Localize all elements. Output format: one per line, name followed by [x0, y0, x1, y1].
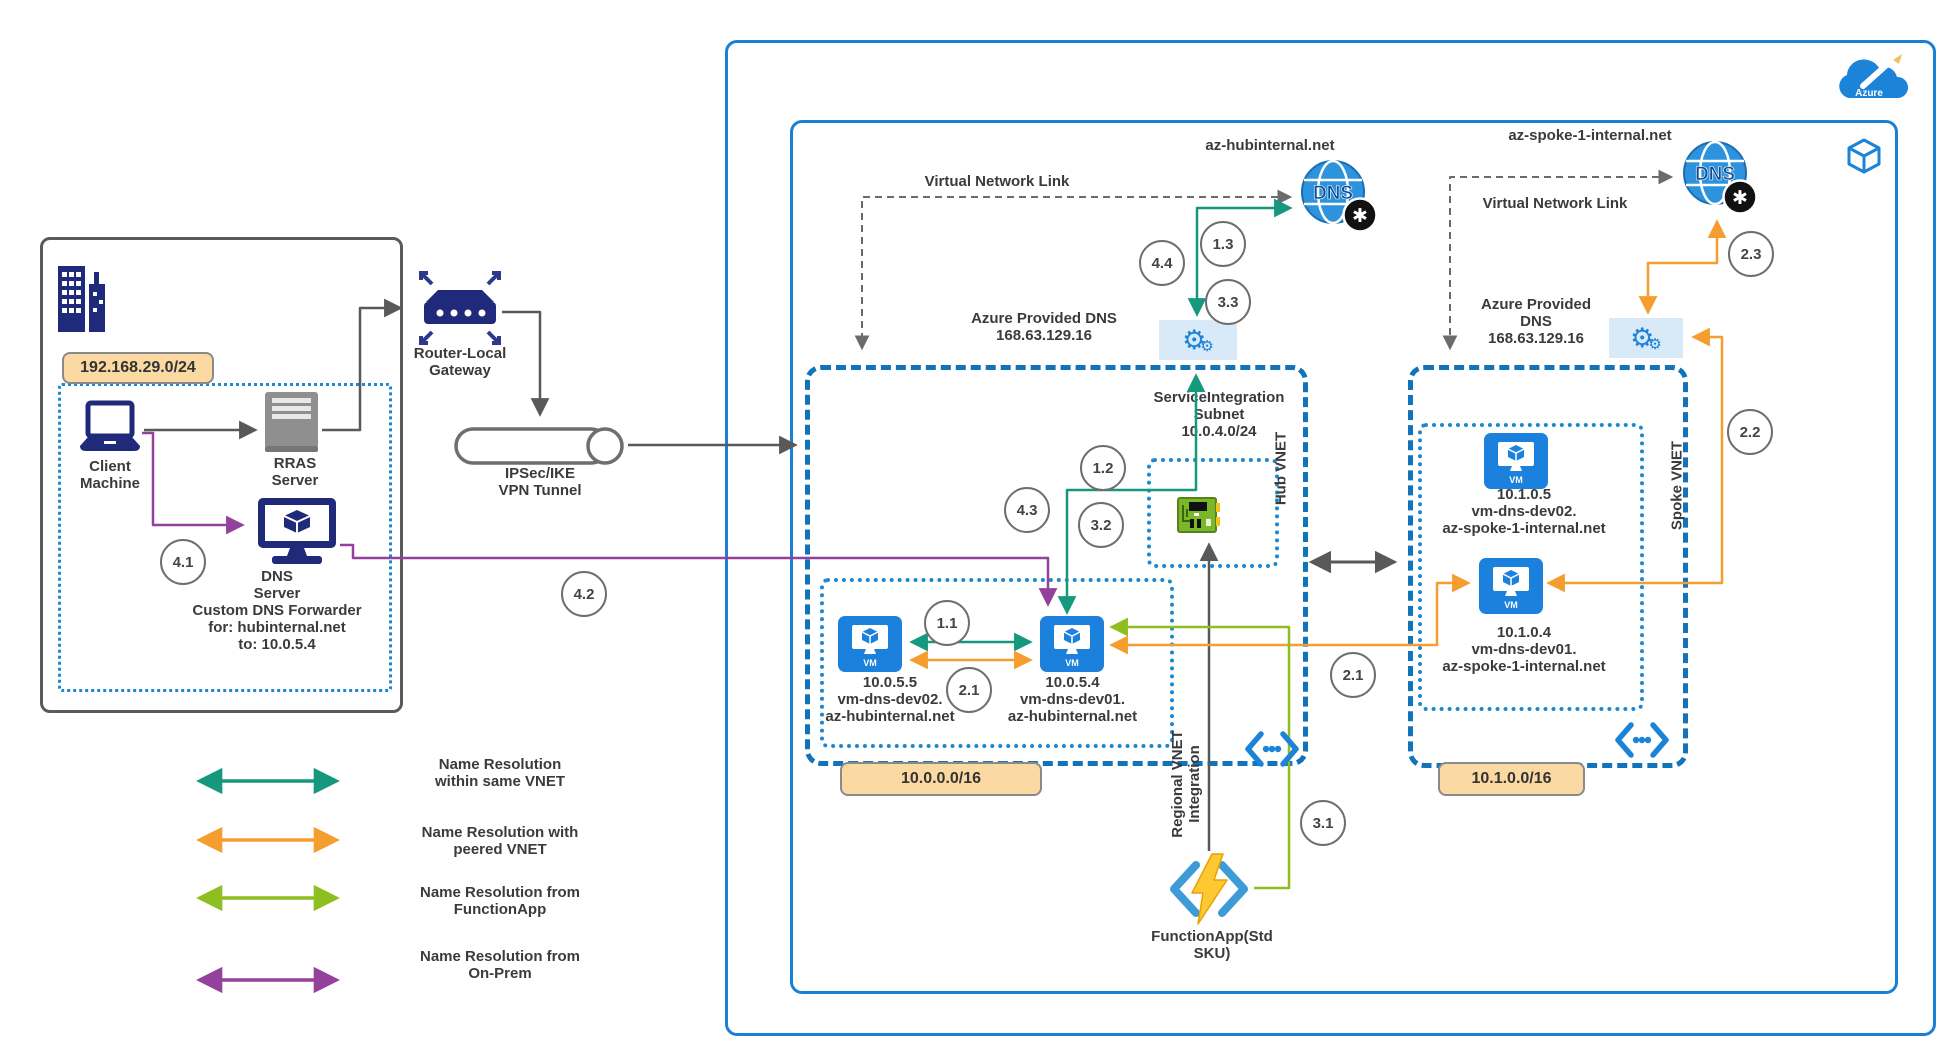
vpn-tunnel-icon: [454, 427, 624, 465]
hub-vm2-tile-icon: VM: [838, 616, 902, 672]
line-purple-dns-vm2: [340, 543, 1058, 607]
onprem-boundary-box: [40, 237, 403, 713]
step-4-4: 4.4: [1139, 240, 1185, 286]
onprem-dns-server-label: DNS Server Custom DNS Forwarder for: hub…: [192, 568, 362, 653]
line-orange-azuredns-zone: [1638, 219, 1727, 315]
step-2-2: 2.2: [1727, 409, 1773, 455]
svg-text:DNS: DNS: [1695, 164, 1735, 185]
azure-logo-icon: Azure: [1839, 54, 1909, 99]
vnet-cube-icon: [1847, 138, 1881, 174]
svg-text:VM: VM: [1509, 475, 1523, 485]
step-2-1-mid: 2.1: [1330, 652, 1376, 698]
step-3-3: 3.3: [1205, 279, 1251, 325]
hub-vm1-tile-icon: VM: [1040, 616, 1104, 672]
line-rras-to-router: [322, 298, 403, 432]
svg-text:VM: VM: [1504, 600, 1518, 610]
hub-cidr-badge: 10.0.0.0/16: [840, 762, 1042, 796]
line-hub-vnl: [854, 189, 1293, 351]
onprem-subnet-badge: 192.168.29.0/24: [62, 352, 214, 384]
azure-outer-box: [725, 40, 1936, 1036]
line-router-to-tunnel: [502, 310, 550, 417]
spoke-peering-icon: [1615, 722, 1669, 758]
spoke-cidr-badge: 10.1.0.0/16: [1438, 762, 1585, 796]
step-2-3: 2.3: [1728, 231, 1774, 277]
spoke-vm2-tile-icon: VM: [1484, 433, 1548, 489]
hub-vnet-box: [805, 365, 1308, 766]
svg-text:VM: VM: [1065, 658, 1079, 668]
onprem-dns-server-icon: [258, 498, 336, 564]
svg-text:VM: VM: [863, 658, 877, 668]
line-purple-client-dns: [142, 431, 245, 535]
svg-text:DNS: DNS: [1313, 183, 1353, 204]
spoke-azure-dns-gear-icon: ⚙⚙: [1609, 318, 1683, 358]
line-teal-azuredns-zone: [1187, 198, 1293, 317]
nic-chip-icon: [1177, 497, 1220, 533]
step-3-1: 3.1: [1300, 800, 1346, 846]
hub-zone-label: az-hubinternal.net: [1205, 137, 1335, 154]
hub-zone-star-badge-icon: ✱: [1342, 197, 1378, 233]
step-1-3: 1.3: [1200, 221, 1246, 267]
step-1-2: 1.2: [1080, 445, 1126, 491]
line-spoke-vnl: [1442, 169, 1674, 351]
hub-azure-dns-gear-icon: ⚙⚙: [1159, 320, 1237, 360]
client-machine-icon: [80, 400, 140, 451]
step-4-1: 4.1: [160, 539, 206, 585]
step-2-1-hub: 2.1: [946, 667, 992, 713]
rras-server-icon: [265, 392, 318, 452]
hub-vnl-label: Virtual Network Link: [924, 173, 1070, 190]
router-gateway-icon: [419, 271, 501, 345]
hub-peering-icon: [1245, 731, 1299, 767]
azure-logo-label: Azure: [1855, 88, 1883, 99]
spoke-vm1-tile-icon: VM: [1479, 558, 1543, 614]
line-orange-vm2-vm4: [1109, 573, 1471, 655]
hub-vm-subnet-dotted-box: [820, 578, 1174, 748]
line-teal-vm2-azuredns: [1057, 373, 1206, 615]
step-3-2: 3.2: [1078, 502, 1124, 548]
onprem-subnet-dotted-box: [58, 383, 392, 692]
step-4-3: 4.3: [1004, 487, 1050, 533]
spoke-zone-label: az-spoke-1-internal.net: [1508, 127, 1672, 144]
building-icon: [58, 266, 105, 332]
step-1-1: 1.1: [924, 600, 970, 646]
spoke-zone-star-badge-icon: ✱: [1722, 179, 1758, 215]
svg-text:✱: ✱: [1352, 206, 1368, 227]
functionapp-icon: [1170, 853, 1248, 925]
line-orange-vm4-azuredns: [1546, 327, 1724, 593]
svg-text:✱: ✱: [1732, 188, 1748, 209]
step-4-2: 4.2: [561, 571, 607, 617]
